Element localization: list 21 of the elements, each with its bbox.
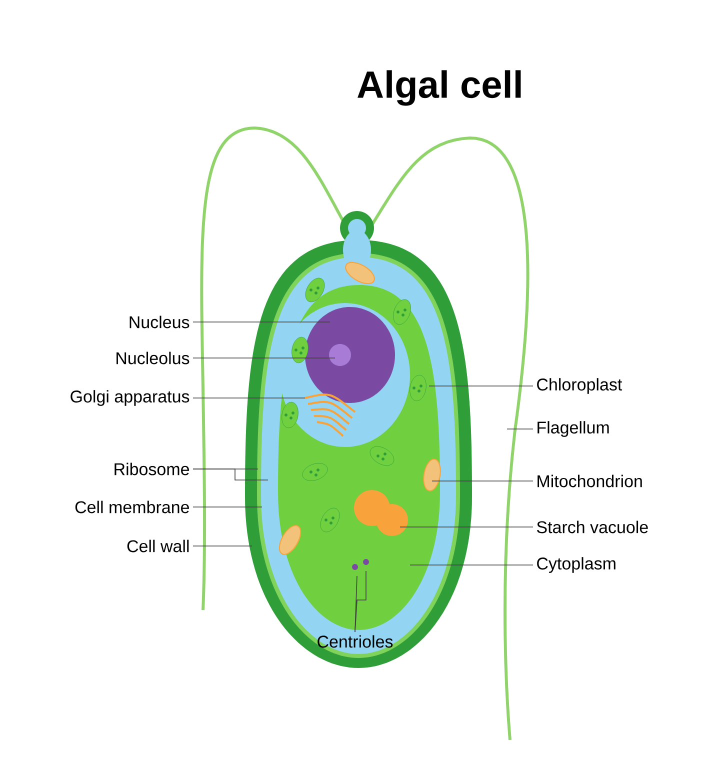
- part-label: Centrioles: [318, 635, 393, 648]
- part-label: Nucleolus: [116, 352, 190, 364]
- leader-line: [400, 526, 534, 528]
- part-label: Starch vacuole: [536, 520, 648, 534]
- part-label: Flagellum: [538, 421, 609, 437]
- leader-line: [506, 428, 534, 430]
- part-label: Golgi apparatus: [70, 390, 190, 406]
- leader-line: [410, 564, 534, 566]
- title: Algal cell: [358, 70, 521, 106]
- part-label: Ribosome: [114, 462, 190, 476]
- part-label: Chloroplast: [537, 378, 622, 394]
- leader-line: [432, 480, 534, 482]
- leader-line: [192, 468, 268, 480]
- part-label: Mitochondrion: [538, 474, 642, 488]
- leader-line: [192, 506, 262, 508]
- part-label: Cell membrane: [75, 500, 190, 514]
- leader-line: [354, 576, 358, 632]
- part-label: Cell wall: [127, 540, 189, 552]
- leader-line: [354, 570, 366, 632]
- part-label: Cytoplasm: [537, 557, 616, 573]
- part-label: Nucleus: [130, 316, 190, 328]
